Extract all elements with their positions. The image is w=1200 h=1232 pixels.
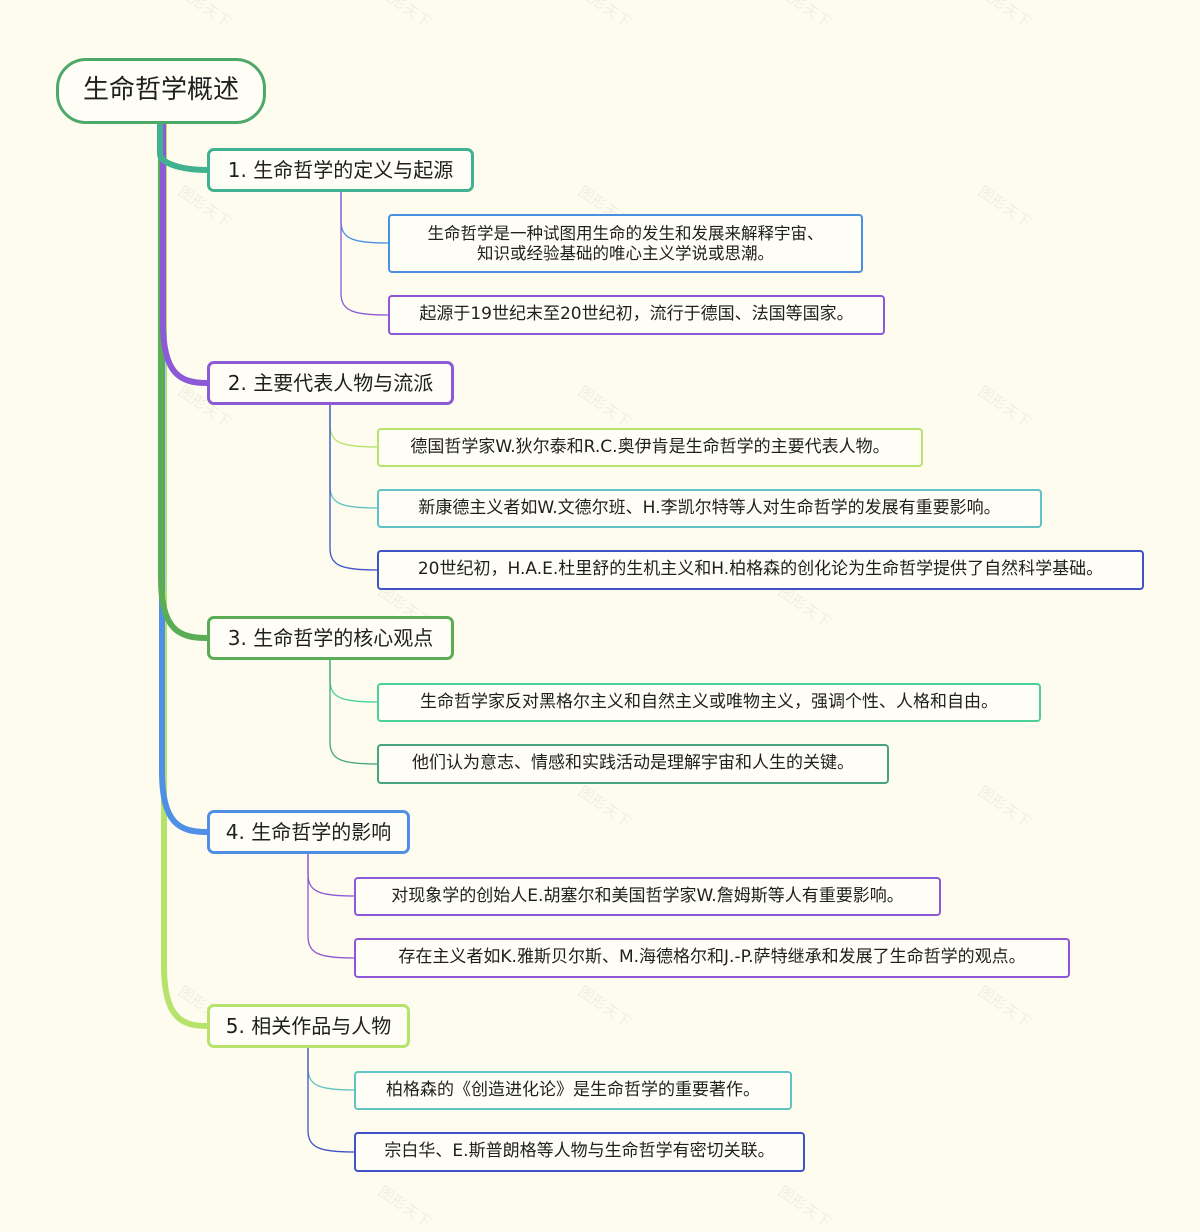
link-b5-leaf-1 — [307, 1047, 355, 1091]
leaf-creative-evolution[interactable]: 柏格森的《创造进化论》是生命哲学的重要著作。 — [354, 1071, 792, 1110]
leaf-definition-line-1: 生命哲学是一种试图用生命的发生和发展来解释宇宙、 — [427, 223, 824, 243]
link-b3-leaf-1 — [329, 659, 378, 703]
leaf-will-emotion-practice[interactable]: 他们认为意志、情感和实践活动是理解宇宙和人生的关键。 — [377, 744, 889, 784]
link-b2-leaf-1 — [329, 404, 378, 448]
leaf-dilthey-eucken[interactable]: 德国哲学家W.狄尔泰和R.C.奥伊肯是生命哲学的主要代表人物。 — [377, 428, 923, 467]
branch-representatives[interactable]: 2. 主要代表人物与流派 — [207, 361, 454, 405]
link-b5-leaf-2 — [307, 1047, 355, 1153]
link-root-branch-1 — [157, 121, 210, 173]
leaf-driesch-bergson[interactable]: 20世纪初，H.A.E.杜里舒的生机主义和H.柏格森的创化论为生命哲学提供了自然… — [377, 550, 1144, 590]
leaf-neo-kantians[interactable]: 新康德主义者如W.文德尔班、H.李凯尔特等人对生命哲学的发展有重要影响。 — [377, 489, 1042, 528]
link-root-branch-4 — [159, 121, 210, 835]
leaf-zong-baihua-spranger[interactable]: 宗白华、E.斯普朗格等人物与生命哲学有密切关联。 — [354, 1132, 805, 1172]
link-b2-leaf-3 — [329, 404, 378, 571]
link-b4-leaf-2 — [307, 853, 355, 959]
leaf-husserl-james[interactable]: 对现象学的创始人E.胡塞尔和美国哲学家W.詹姆斯等人有重要影响。 — [354, 877, 941, 916]
link-b2-leaf-2 — [329, 404, 378, 509]
leaf-origin[interactable]: 起源于19世纪末至20世纪初，流行于德国、法国等国家。 — [388, 295, 885, 335]
link-b4-leaf-1 — [307, 853, 355, 897]
link-root-branch-5 — [161, 121, 210, 1029]
leaf-anti-hegelianism[interactable]: 生命哲学家反对黑格尔主义和自然主义或唯物主义，强调个性、人格和自由。 — [377, 683, 1041, 722]
branch-influence[interactable]: 4. 生命哲学的影响 — [207, 810, 410, 854]
branch-core-views[interactable]: 3. 生命哲学的核心观点 — [207, 616, 454, 660]
link-root-branch-3 — [158, 121, 210, 641]
leaf-definition-line-2: 知识或经验基础的唯心主义学说或思潮。 — [477, 243, 774, 263]
root-node[interactable]: 生命哲学概述 — [56, 58, 266, 124]
branch-works-figures[interactable]: 5. 相关作品与人物 — [207, 1004, 410, 1048]
leaf-definition[interactable]: 生命哲学是一种试图用生命的发生和发展来解释宇宙、 知识或经验基础的唯心主义学说或… — [388, 214, 863, 273]
branch-definition-origin[interactable]: 1. 生命哲学的定义与起源 — [207, 148, 474, 192]
link-b1-leaf-2 — [340, 191, 389, 316]
link-root-branch-2 — [160, 121, 210, 386]
link-b3-leaf-2 — [329, 659, 378, 765]
leaf-existentialists[interactable]: 存在主义者如K.雅斯贝尔斯、M.海德格尔和J.-P.萨特继承和发展了生命哲学的观… — [354, 938, 1070, 978]
link-b1-leaf-1 — [340, 191, 389, 244]
